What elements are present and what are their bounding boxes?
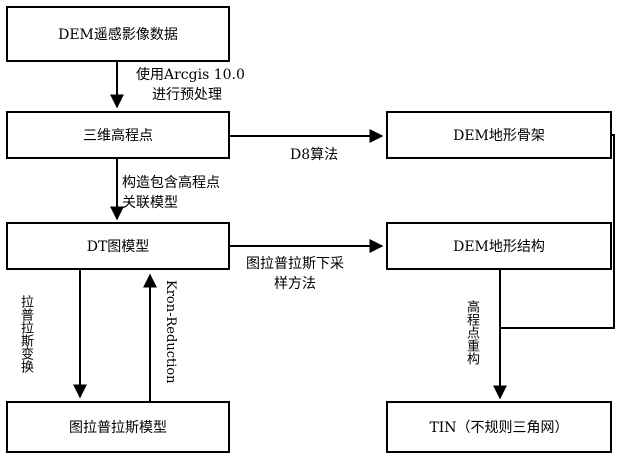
box-dt-graph-model: DT图模型: [6, 222, 230, 270]
label-elevation-reconstruction: 高程点重构: [464, 300, 478, 365]
label-kron-reduction: Kron-Reduction: [163, 280, 177, 384]
label-d8-algorithm: D8算法: [290, 146, 338, 165]
box-graph-laplacian-model: 图拉普拉斯模型: [6, 401, 230, 453]
label-laplace-transform: 拉普拉斯变换: [18, 295, 32, 373]
box-dem-data: DEM遥感影像数据: [6, 6, 230, 62]
label-downsample-line2: 样方法: [274, 275, 316, 294]
label-construct-line1: 构造包含高程点: [122, 174, 220, 193]
box-tin: TIN（不规则三角网）: [386, 401, 612, 453]
box-dem-terrain-structure: DEM地形结构: [386, 222, 612, 270]
box-3d-elevation-points: 三维高程点: [6, 111, 230, 159]
label-arcgis-line1: 使用Arcgis 10.0: [136, 66, 245, 85]
label-arcgis-line2: 进行预处理: [152, 86, 222, 105]
label-construct-line2: 关联模型: [122, 194, 178, 213]
box-dem-terrain-skeleton: DEM地形骨架: [386, 111, 612, 159]
label-downsample-line1: 图拉普拉斯下采: [246, 255, 344, 274]
